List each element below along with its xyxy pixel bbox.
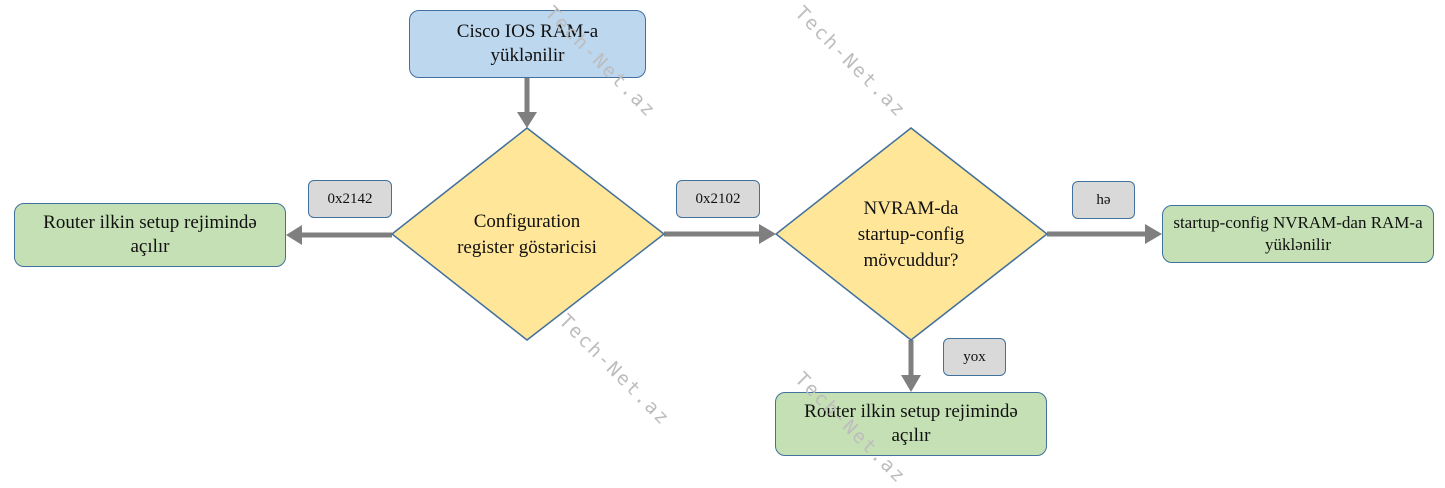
edge-label-0x2142: 0x2142 (308, 180, 392, 218)
edge-label-0x2102: 0x2102 (676, 180, 760, 218)
decision-register-text: Configuration register göstəricisi (457, 211, 597, 258)
arrowhead-register-to-setup-left (286, 225, 302, 245)
start-node: Cisco IOS RAM-a yüklənilir (409, 10, 646, 78)
load-startup-config-node: startup-config NVRAM-dan RAM-a yüklənili… (1162, 205, 1434, 263)
setup-mode-node-bottom: Router ilkin setup rejimində açılır (775, 392, 1047, 456)
load-startup-config-text: startup-config NVRAM-dan RAM-a yüklənili… (1173, 213, 1423, 254)
setup-mode-left-text: Router ilkin setup rejimində açılır (43, 212, 257, 257)
decision-nvram-shape (774, 127, 1049, 341)
arrowhead-register-to-nvram (759, 224, 776, 244)
arrowhead-nvram-to-load (1145, 224, 1162, 244)
setup-mode-bottom-text: Router ilkin setup rejimində açılır (804, 401, 1018, 446)
arrowhead-start-to-register (517, 112, 537, 128)
setup-mode-node-left: Router ilkin setup rejimində açılır (14, 203, 286, 267)
edge-label-yes: hə (1072, 181, 1135, 219)
start-node-text: Cisco IOS RAM-a yüklənilir (456, 21, 599, 66)
decision-nvram-text: NVRAM-da startup-config mövcuddur? (857, 198, 965, 271)
flowchart-canvas (286, 78, 1162, 392)
edge-label-no: yox (943, 338, 1006, 376)
decision-register-shape (390, 127, 666, 341)
arrowhead-nvram-to-setup-bottom (901, 375, 921, 392)
